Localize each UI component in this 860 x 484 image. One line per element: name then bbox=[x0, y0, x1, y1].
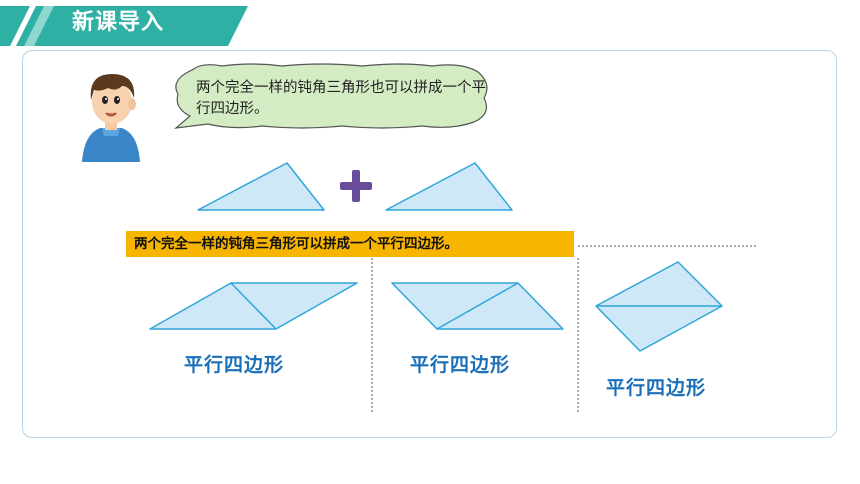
conclusion-text: 两个完全一样的钝角三角形可以拼成一个平行四边形。 bbox=[134, 236, 458, 252]
speech-bubble bbox=[174, 63, 488, 129]
section-title: 新课导入 bbox=[72, 10, 165, 35]
result-label-3: 平行四边形 bbox=[606, 377, 707, 399]
speech-bubble-text: 两个完全一样的钝角三角形也可以拼成一个平行四边形。 bbox=[196, 80, 486, 117]
boy-character-illustration bbox=[82, 74, 140, 162]
obtuse-triangle-left bbox=[197, 162, 325, 211]
conclusion-banner: 两个完全一样的钝角三角形可以拼成一个平行四边形。 bbox=[126, 231, 574, 257]
header-band bbox=[0, 6, 248, 46]
result-label-1: 平行四边形 bbox=[184, 354, 285, 376]
result-label-2: 平行四边形 bbox=[410, 354, 511, 376]
plus-icon bbox=[340, 170, 372, 202]
parallelogram-2-diagonal bbox=[436, 282, 519, 330]
parallelogram-1-diagonal bbox=[230, 282, 277, 330]
obtuse-triangle-right bbox=[385, 162, 513, 211]
